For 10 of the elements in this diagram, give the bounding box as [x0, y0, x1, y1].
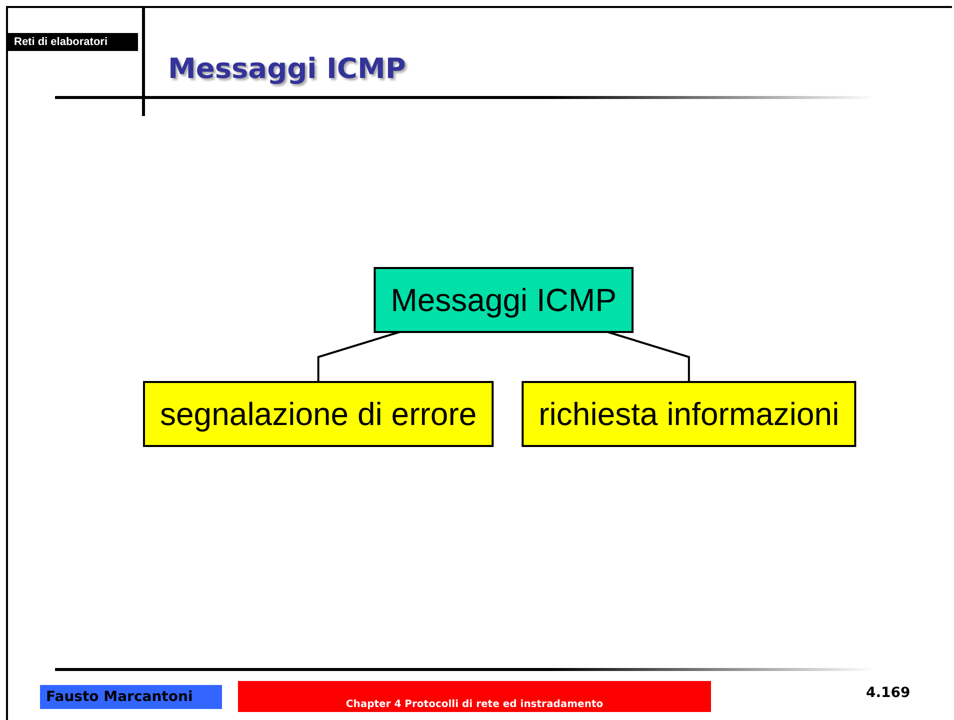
- node-box: richiesta informazioni: [522, 381, 857, 447]
- node-box: Messaggi ICMP: [374, 267, 634, 333]
- connector: [318, 331, 400, 382]
- header-label: Reti di elaboratori: [8, 33, 138, 51]
- author-label: Fausto Marcantoni: [40, 685, 222, 709]
- chapter-label: Chapter 4 Protocolli di rete ed instradamento: [238, 681, 711, 712]
- connector: [608, 331, 690, 382]
- slide-title: Messaggi ICMP: [168, 52, 406, 85]
- node-box: segnalazione di errore: [143, 381, 494, 447]
- page-number: 4.169: [866, 685, 910, 701]
